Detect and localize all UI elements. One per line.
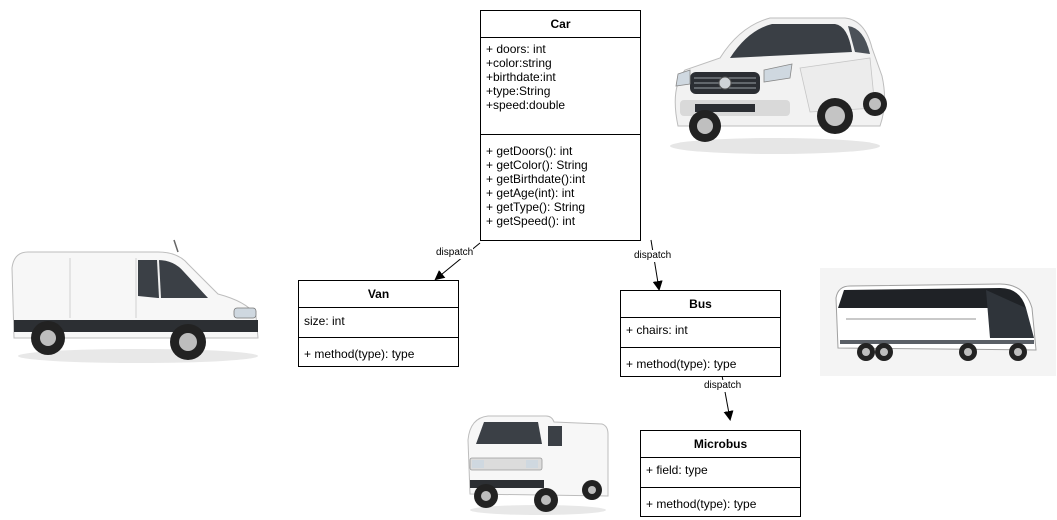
edge-label-car-van: dispatch <box>436 247 474 259</box>
class-bus[interactable]: Bus + chairs: int + method(type): type <box>620 290 781 377</box>
class-microbus-attribute: + field: type <box>646 463 708 477</box>
edge-label-car-bus: dispatch <box>634 250 672 262</box>
class-microbus[interactable]: Microbus + field: type + method(type): t… <box>640 430 801 517</box>
suv-image <box>670 17 887 154</box>
class-van-title: Van <box>299 281 458 308</box>
class-car-method: + getColor(): String <box>486 158 588 172</box>
coach-bus-image <box>820 268 1056 376</box>
class-car-method: + getSpeed(): int <box>486 214 576 228</box>
class-car-method: + getAge(int): int <box>486 186 575 200</box>
cargo-van-image <box>11 239 259 363</box>
class-car-attribute: +type:String <box>486 84 551 98</box>
class-car-attribute: + doors: int <box>486 42 546 56</box>
class-car-attributes: + doors: int +color:string +birthdate:in… <box>481 38 640 135</box>
class-car-methods: + getDoors(): int + getColor(): String +… <box>481 135 640 232</box>
class-microbus-title: Microbus <box>641 431 800 458</box>
class-van-attribute: size: int <box>304 314 345 328</box>
micro-van-image <box>467 415 609 515</box>
class-car-method: + getType(): String <box>486 200 586 214</box>
class-car-attribute: +speed:double <box>486 98 566 112</box>
class-bus-attribute: + chairs: int <box>626 323 688 337</box>
edge-bus-microbus[interactable] <box>720 369 734 421</box>
class-van-attributes: size: int <box>299 308 458 338</box>
class-van-method: + method(type): type <box>304 347 415 361</box>
class-car-title: Car <box>481 11 640 38</box>
class-car-attribute: +birthdate:int <box>486 70 556 84</box>
class-bus-title: Bus <box>621 291 780 318</box>
class-van-methods: + method(type): type <box>299 338 458 365</box>
class-car-method: + getBirthdate():int <box>486 172 586 186</box>
class-car-method: + getDoors(): int <box>486 144 573 158</box>
class-bus-method: + method(type): type <box>626 357 737 371</box>
class-microbus-attributes: + field: type <box>641 458 800 488</box>
edge-car-bus[interactable] <box>650 239 663 291</box>
edge-label-bus-microbus: dispatch <box>704 380 742 392</box>
class-car[interactable]: Car + doors: int +color:string +birthdat… <box>480 10 641 241</box>
class-van[interactable]: Van size: int + method(type): type <box>298 280 459 367</box>
class-microbus-methods: + method(type): type <box>641 488 800 515</box>
class-bus-methods: + method(type): type <box>621 348 780 375</box>
class-bus-attributes: + chairs: int <box>621 318 780 348</box>
class-microbus-method: + method(type): type <box>646 497 757 511</box>
class-car-attribute: +color:string <box>486 56 552 70</box>
